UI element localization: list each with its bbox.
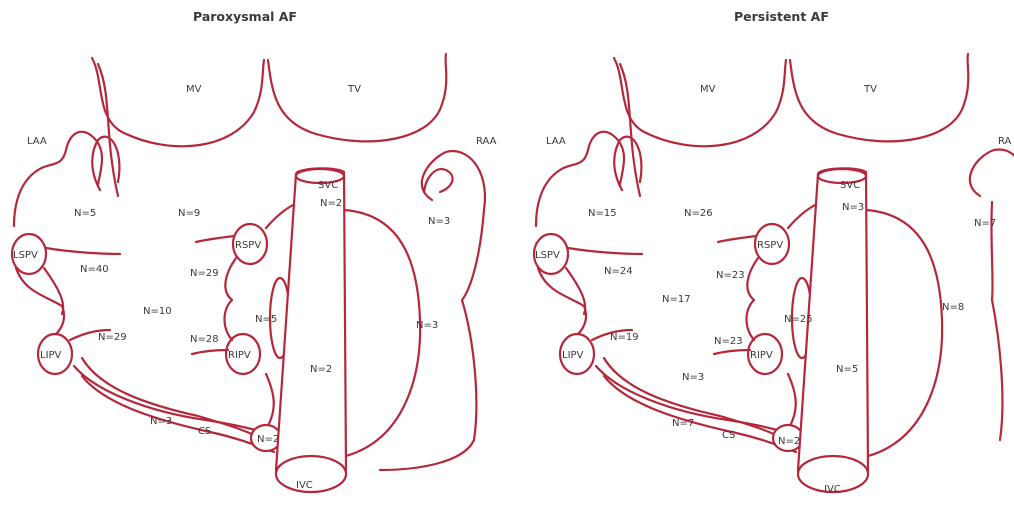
mitral-valve-outline bbox=[92, 58, 264, 146]
count-inferior-la: N=3 bbox=[682, 372, 704, 383]
label-lipv: LIPV bbox=[562, 350, 584, 361]
count-cs-body: N=3 bbox=[150, 416, 172, 427]
count-lspv-region: N=40 bbox=[80, 264, 109, 275]
count-laa-region: N=15 bbox=[588, 208, 617, 219]
panel-title: Persistent AF bbox=[734, 9, 829, 24]
label-lspv: LSPV bbox=[535, 250, 560, 261]
ripv-extension bbox=[714, 350, 750, 354]
svc-ivc-tube bbox=[798, 168, 868, 490]
label-raa: RAA bbox=[476, 136, 497, 147]
left-atrium-outline bbox=[536, 132, 792, 444]
label-ivc: IVC bbox=[824, 484, 841, 495]
label-svc: SVC bbox=[318, 180, 338, 191]
count-posterior-wall: N=10 bbox=[143, 306, 172, 317]
panel-persistent: Persistent AF MV bbox=[534, 9, 1014, 495]
count-septal-oval: N=5 bbox=[255, 314, 277, 325]
label-rspv: RSPV bbox=[235, 240, 261, 251]
label-tv: TV bbox=[347, 84, 361, 95]
count-cs-body: N=7 bbox=[672, 418, 694, 429]
svc-ivc-tube bbox=[276, 168, 346, 490]
count-crista: N=8 bbox=[942, 302, 964, 313]
mitral-valve-inner bbox=[98, 64, 118, 196]
label-mv: MV bbox=[700, 84, 716, 95]
count-svc: N=2 bbox=[320, 198, 342, 209]
count-raa-region: N=3 bbox=[428, 216, 450, 227]
mitral-valve-inner bbox=[620, 64, 640, 196]
rspv-extension bbox=[196, 236, 236, 340]
label-cs: CS bbox=[198, 426, 211, 437]
count-lipv-region: N=29 bbox=[98, 332, 127, 343]
label-laa: LAA bbox=[27, 136, 47, 147]
count-raa-region: N=7 bbox=[974, 218, 996, 229]
count-ripv-region: N=28 bbox=[190, 334, 219, 345]
tricuspid-valve-outline bbox=[790, 54, 968, 141]
label-raa: RA bbox=[998, 136, 1012, 147]
label-cs: CS bbox=[722, 430, 735, 441]
label-laa: LAA bbox=[546, 136, 566, 147]
label-lipv: LIPV bbox=[40, 350, 62, 361]
label-rspv: RSPV bbox=[757, 240, 783, 251]
count-laa-region: N=5 bbox=[74, 208, 96, 219]
count-roof: N=9 bbox=[178, 208, 200, 219]
tricuspid-valve-outline bbox=[268, 54, 446, 141]
label-ripv: RIPV bbox=[228, 350, 251, 361]
count-ivc: N=2 bbox=[310, 364, 332, 375]
count-crista: N=3 bbox=[416, 320, 438, 331]
panel-title: Paroxysmal AF bbox=[193, 9, 297, 24]
count-cs-ostium: N=2 bbox=[778, 436, 800, 447]
label-mv: MV bbox=[186, 84, 202, 95]
rspv-extension bbox=[718, 236, 758, 340]
count-lspv-region: N=24 bbox=[604, 266, 633, 277]
lspv-extension bbox=[44, 248, 120, 314]
right-atrium-outline bbox=[866, 210, 942, 456]
count-ripv-region: N=23 bbox=[714, 336, 743, 347]
right-atrium-free-wall bbox=[970, 149, 1014, 440]
ripv-extension bbox=[192, 350, 228, 354]
label-svc: SVC bbox=[840, 180, 860, 191]
left-atrium-outline bbox=[14, 132, 270, 444]
count-rspv-region: N=29 bbox=[190, 268, 219, 279]
label-lspv: LSPV bbox=[13, 250, 38, 261]
lspv-extension bbox=[566, 248, 642, 314]
right-atrium-outline bbox=[344, 210, 420, 456]
count-rspv-region: N=23 bbox=[716, 270, 745, 281]
label-tv: TV bbox=[863, 84, 877, 95]
label-ripv: RIPV bbox=[750, 350, 773, 361]
right-atrium-free-wall bbox=[380, 151, 485, 470]
label-ivc: IVC bbox=[296, 480, 313, 491]
mitral-valve-outline bbox=[614, 58, 786, 146]
count-roof: N=26 bbox=[684, 208, 713, 219]
count-cs-ostium: N=2 bbox=[257, 434, 279, 445]
count-ivc: N=5 bbox=[836, 364, 858, 375]
count-svc: N=3 bbox=[842, 202, 864, 213]
count-lipv-region: N=19 bbox=[610, 332, 639, 343]
count-septal-oval: N=25 bbox=[784, 314, 813, 325]
count-posterior-wall: N=17 bbox=[662, 294, 691, 305]
raa-outline bbox=[424, 169, 453, 192]
panel-paroxysmal: Paroxysmal AF MV T bbox=[12, 9, 497, 492]
